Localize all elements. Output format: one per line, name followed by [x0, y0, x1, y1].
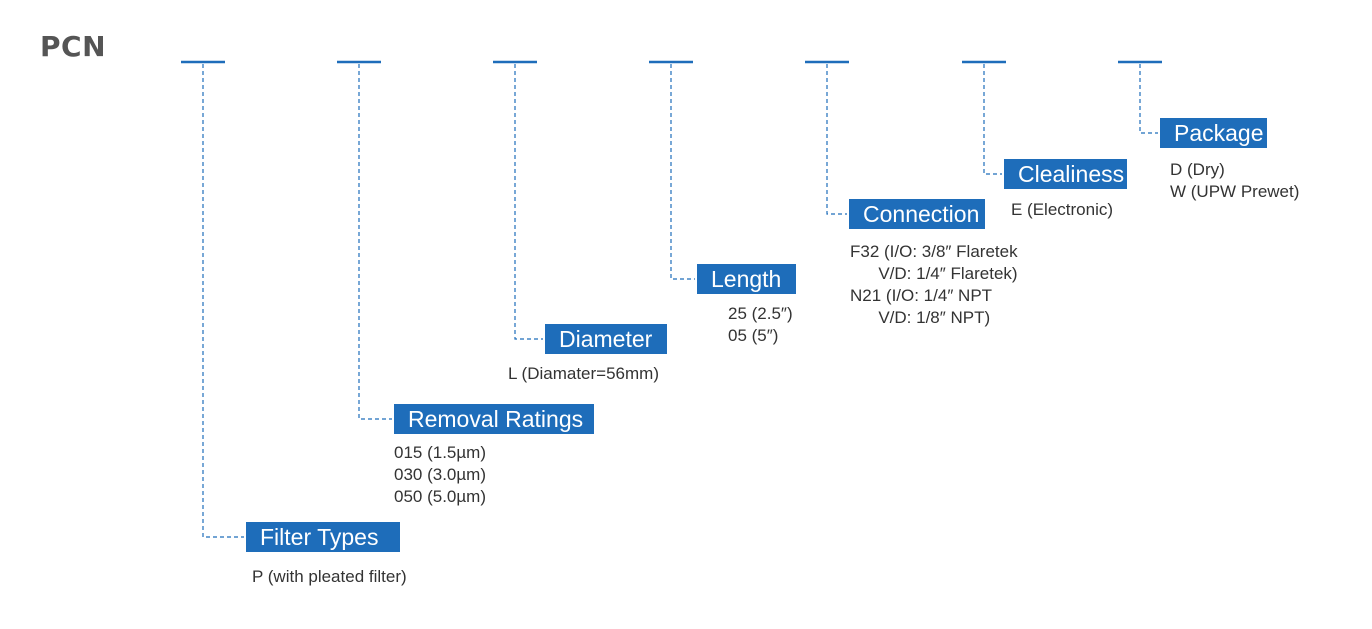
- option-item: E (Electronic): [1011, 200, 1114, 219]
- option-item: 015 (1.5µm): [394, 443, 486, 462]
- option-item: P (with pleated filter): [252, 567, 407, 586]
- segment-options-removal-ratings: 015 (1.5µm) 030 (3.0µm) 050 (5.0µm): [394, 442, 486, 508]
- option-item: 25 (2.5″): [728, 304, 793, 323]
- option-item: V/D: 1/8″ NPT): [850, 308, 991, 327]
- part-number-prefix: PCN: [40, 30, 107, 63]
- leader-line-6: [983, 64, 1002, 175]
- segment-label-diameter: Diameter: [545, 324, 667, 354]
- leader-line-1: [202, 64, 244, 538]
- option-item: 05 (5″): [728, 326, 779, 345]
- segment-options-filter-types: P (with pleated filter): [252, 566, 407, 588]
- leader-line-4: [670, 64, 695, 280]
- segment-label-package: Package: [1160, 118, 1267, 148]
- leader-line-2: [358, 64, 392, 420]
- leader-line-7: [1139, 64, 1158, 134]
- leader-line-3: [514, 64, 543, 340]
- option-item: V/D: 1/4″ Flaretek): [850, 264, 1018, 283]
- segment-label-length: Length: [697, 264, 796, 294]
- segment-options-package: D (Dry) W (UPW Prewet): [1170, 159, 1299, 203]
- segment-options-length: 25 (2.5″) 05 (5″): [728, 303, 793, 347]
- option-item: F32 (I/O: 3/8″ Flaretek: [850, 242, 1018, 261]
- option-item: L (Diamater=56mm): [508, 364, 659, 383]
- segment-label-connection: Connection: [849, 199, 985, 229]
- segment-options-cleanliness: E (Electronic): [1011, 199, 1113, 221]
- option-item: W (UPW Prewet): [1170, 182, 1300, 201]
- option-item: D (Dry): [1170, 160, 1225, 179]
- segment-options-diameter: L (Diamater=56mm): [508, 363, 659, 385]
- option-item: N21 (I/O: 1/4″ NPT: [850, 286, 993, 305]
- segment-label-removal-ratings: Removal Ratings: [394, 404, 594, 434]
- segment-options-connection: F32 (I/O: 3/8″ Flaretek V/D: 1/4″ Flaret…: [850, 241, 1018, 329]
- segment-label-filter-types: Filter Types: [246, 522, 400, 552]
- leader-line-5: [826, 64, 847, 215]
- segment-label-cleanliness: Clealiness: [1004, 159, 1127, 189]
- option-item: 030 (3.0µm): [394, 465, 486, 484]
- option-item: 050 (5.0µm): [394, 487, 486, 506]
